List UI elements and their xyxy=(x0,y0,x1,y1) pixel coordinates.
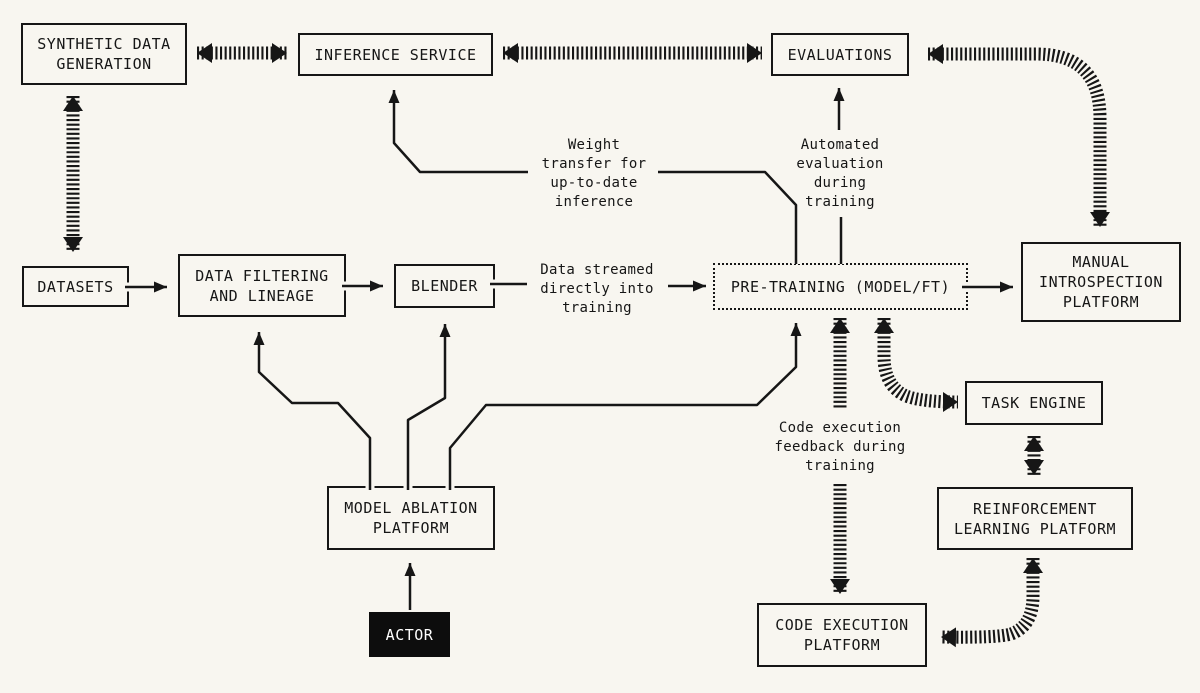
node-synthetic-data-generation: SYNTHETIC DATA GENERATION xyxy=(21,23,187,85)
edge-pretraining-task-engine-striped xyxy=(874,318,959,412)
node-actor: ACTOR xyxy=(369,612,450,657)
node-blender: BLENDER xyxy=(394,264,495,308)
annotation-automated-evaluation: Automated evaluation during training xyxy=(796,137,884,210)
node-code-execution-platform: CODE EXECUTION PLATFORM xyxy=(757,603,927,667)
edge-evaluations-manual-introspection-striped xyxy=(928,44,1110,227)
node-reinforcement-learning-platform: REINFORCEMENT LEARNING PLATFORM xyxy=(937,487,1133,550)
annotation-data-streamed: Data streamed directly into training xyxy=(540,262,654,316)
node-manual-introspection-platform: MANUAL INTROSPECTION PLATFORM xyxy=(1021,242,1181,322)
node-data-filtering-and-lineage: DATA FILTERING AND LINEAGE xyxy=(178,254,346,317)
annotation-weight-transfer: Weight transfer for up-to-date inference xyxy=(541,137,647,210)
edge-rl-code-execution-striped xyxy=(940,558,1043,648)
node-task-engine: TASK ENGINE xyxy=(965,381,1103,425)
node-datasets: DATASETS xyxy=(22,266,129,307)
annotation-code-execution-feedback: Code execution feedback during training xyxy=(774,420,906,474)
node-model-ablation-platform: MODEL ABLATION PLATFORM xyxy=(327,486,495,550)
node-pre-training: PRE-TRAINING (MODEL/FT) xyxy=(713,263,968,310)
edge-model-ablation-blender xyxy=(403,324,451,490)
node-inference-service: INFERENCE SERVICE xyxy=(298,33,493,76)
node-evaluations: EVALUATIONS xyxy=(771,33,909,76)
edge-model-ablation-data-filtering xyxy=(253,332,375,490)
